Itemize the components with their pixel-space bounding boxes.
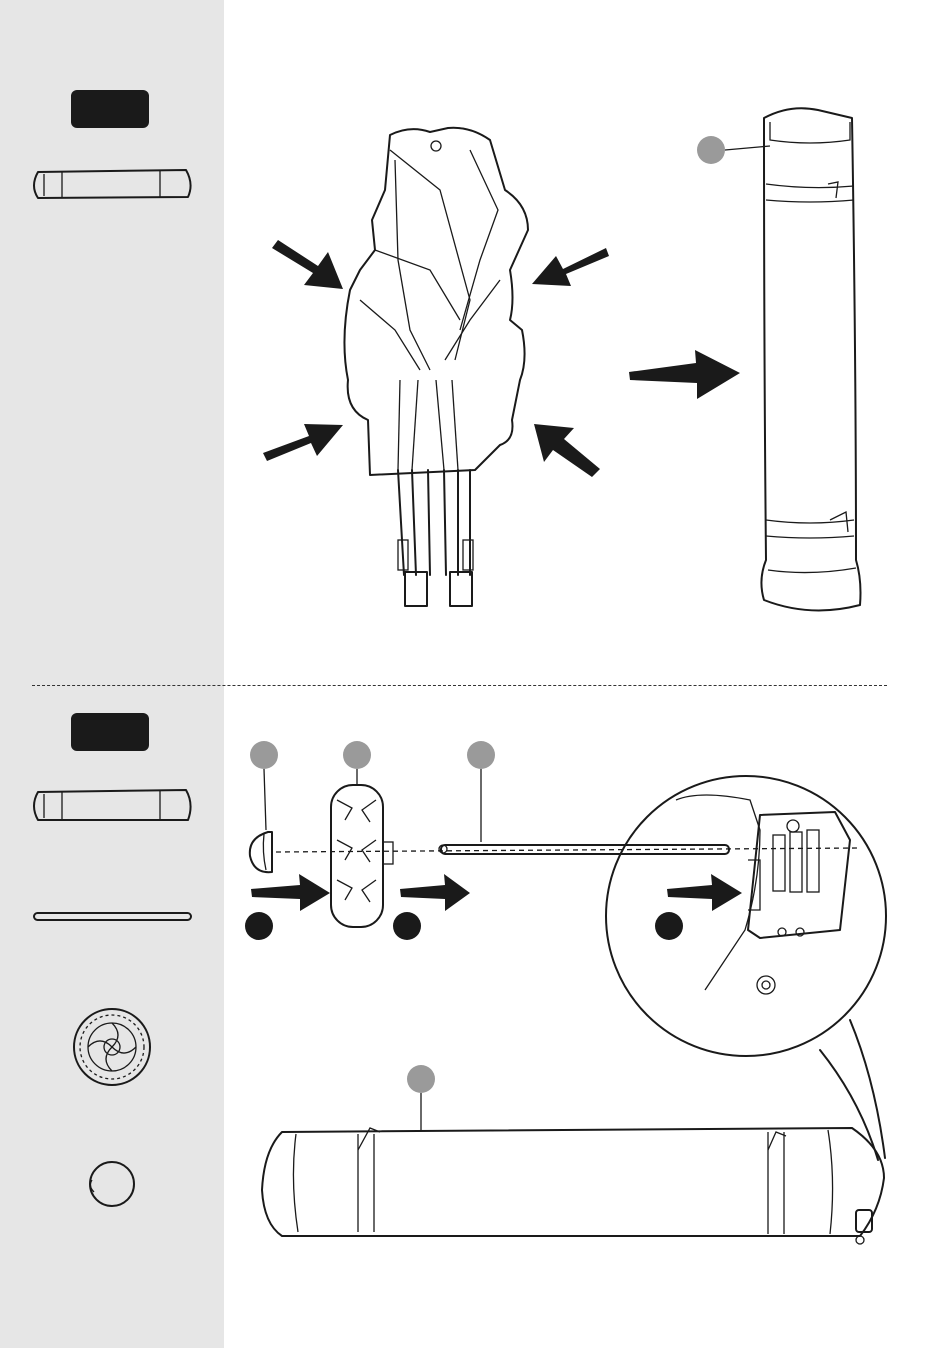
- callout-step1-bag: [697, 136, 725, 164]
- callout-hub-cap: [250, 741, 278, 769]
- folded-canopy-frame: [344, 128, 528, 606]
- sidebar-axle-rod-icon: [34, 913, 191, 920]
- arrow-top-right: [532, 248, 609, 286]
- carry-bag-upright: [725, 108, 861, 610]
- step-marker-a: [245, 912, 273, 940]
- callout-wheel: [343, 741, 371, 769]
- step-marker-b: [393, 912, 421, 940]
- sidebar-bag-icon-step2: [34, 790, 191, 820]
- arrow-cap-to-wheel: [251, 874, 330, 911]
- arrow-bottom-right: [534, 424, 600, 477]
- arrow-wheel-to-axle: [400, 874, 470, 911]
- arrow-top-left: [272, 240, 343, 289]
- step-marker-c: [655, 912, 683, 940]
- sidebar-hub-cap-icon: [90, 1162, 134, 1206]
- arrow-bottom-left: [263, 424, 343, 461]
- arrow-into-bag: [629, 350, 740, 399]
- sidebar-wheel-icon: [74, 1009, 150, 1085]
- sidebar-bag-icon-step1: [34, 170, 191, 198]
- carry-bag-horizontal: [262, 1128, 884, 1244]
- squeeze-arrows: [263, 240, 740, 477]
- axle-socket-detail: [606, 776, 886, 1160]
- wheel-part: [331, 785, 393, 927]
- callout-bag-step2: [407, 1065, 435, 1093]
- callout-axle: [467, 741, 495, 769]
- arrow-axle-to-socket: [667, 874, 742, 911]
- hub-cap-part: [250, 832, 272, 872]
